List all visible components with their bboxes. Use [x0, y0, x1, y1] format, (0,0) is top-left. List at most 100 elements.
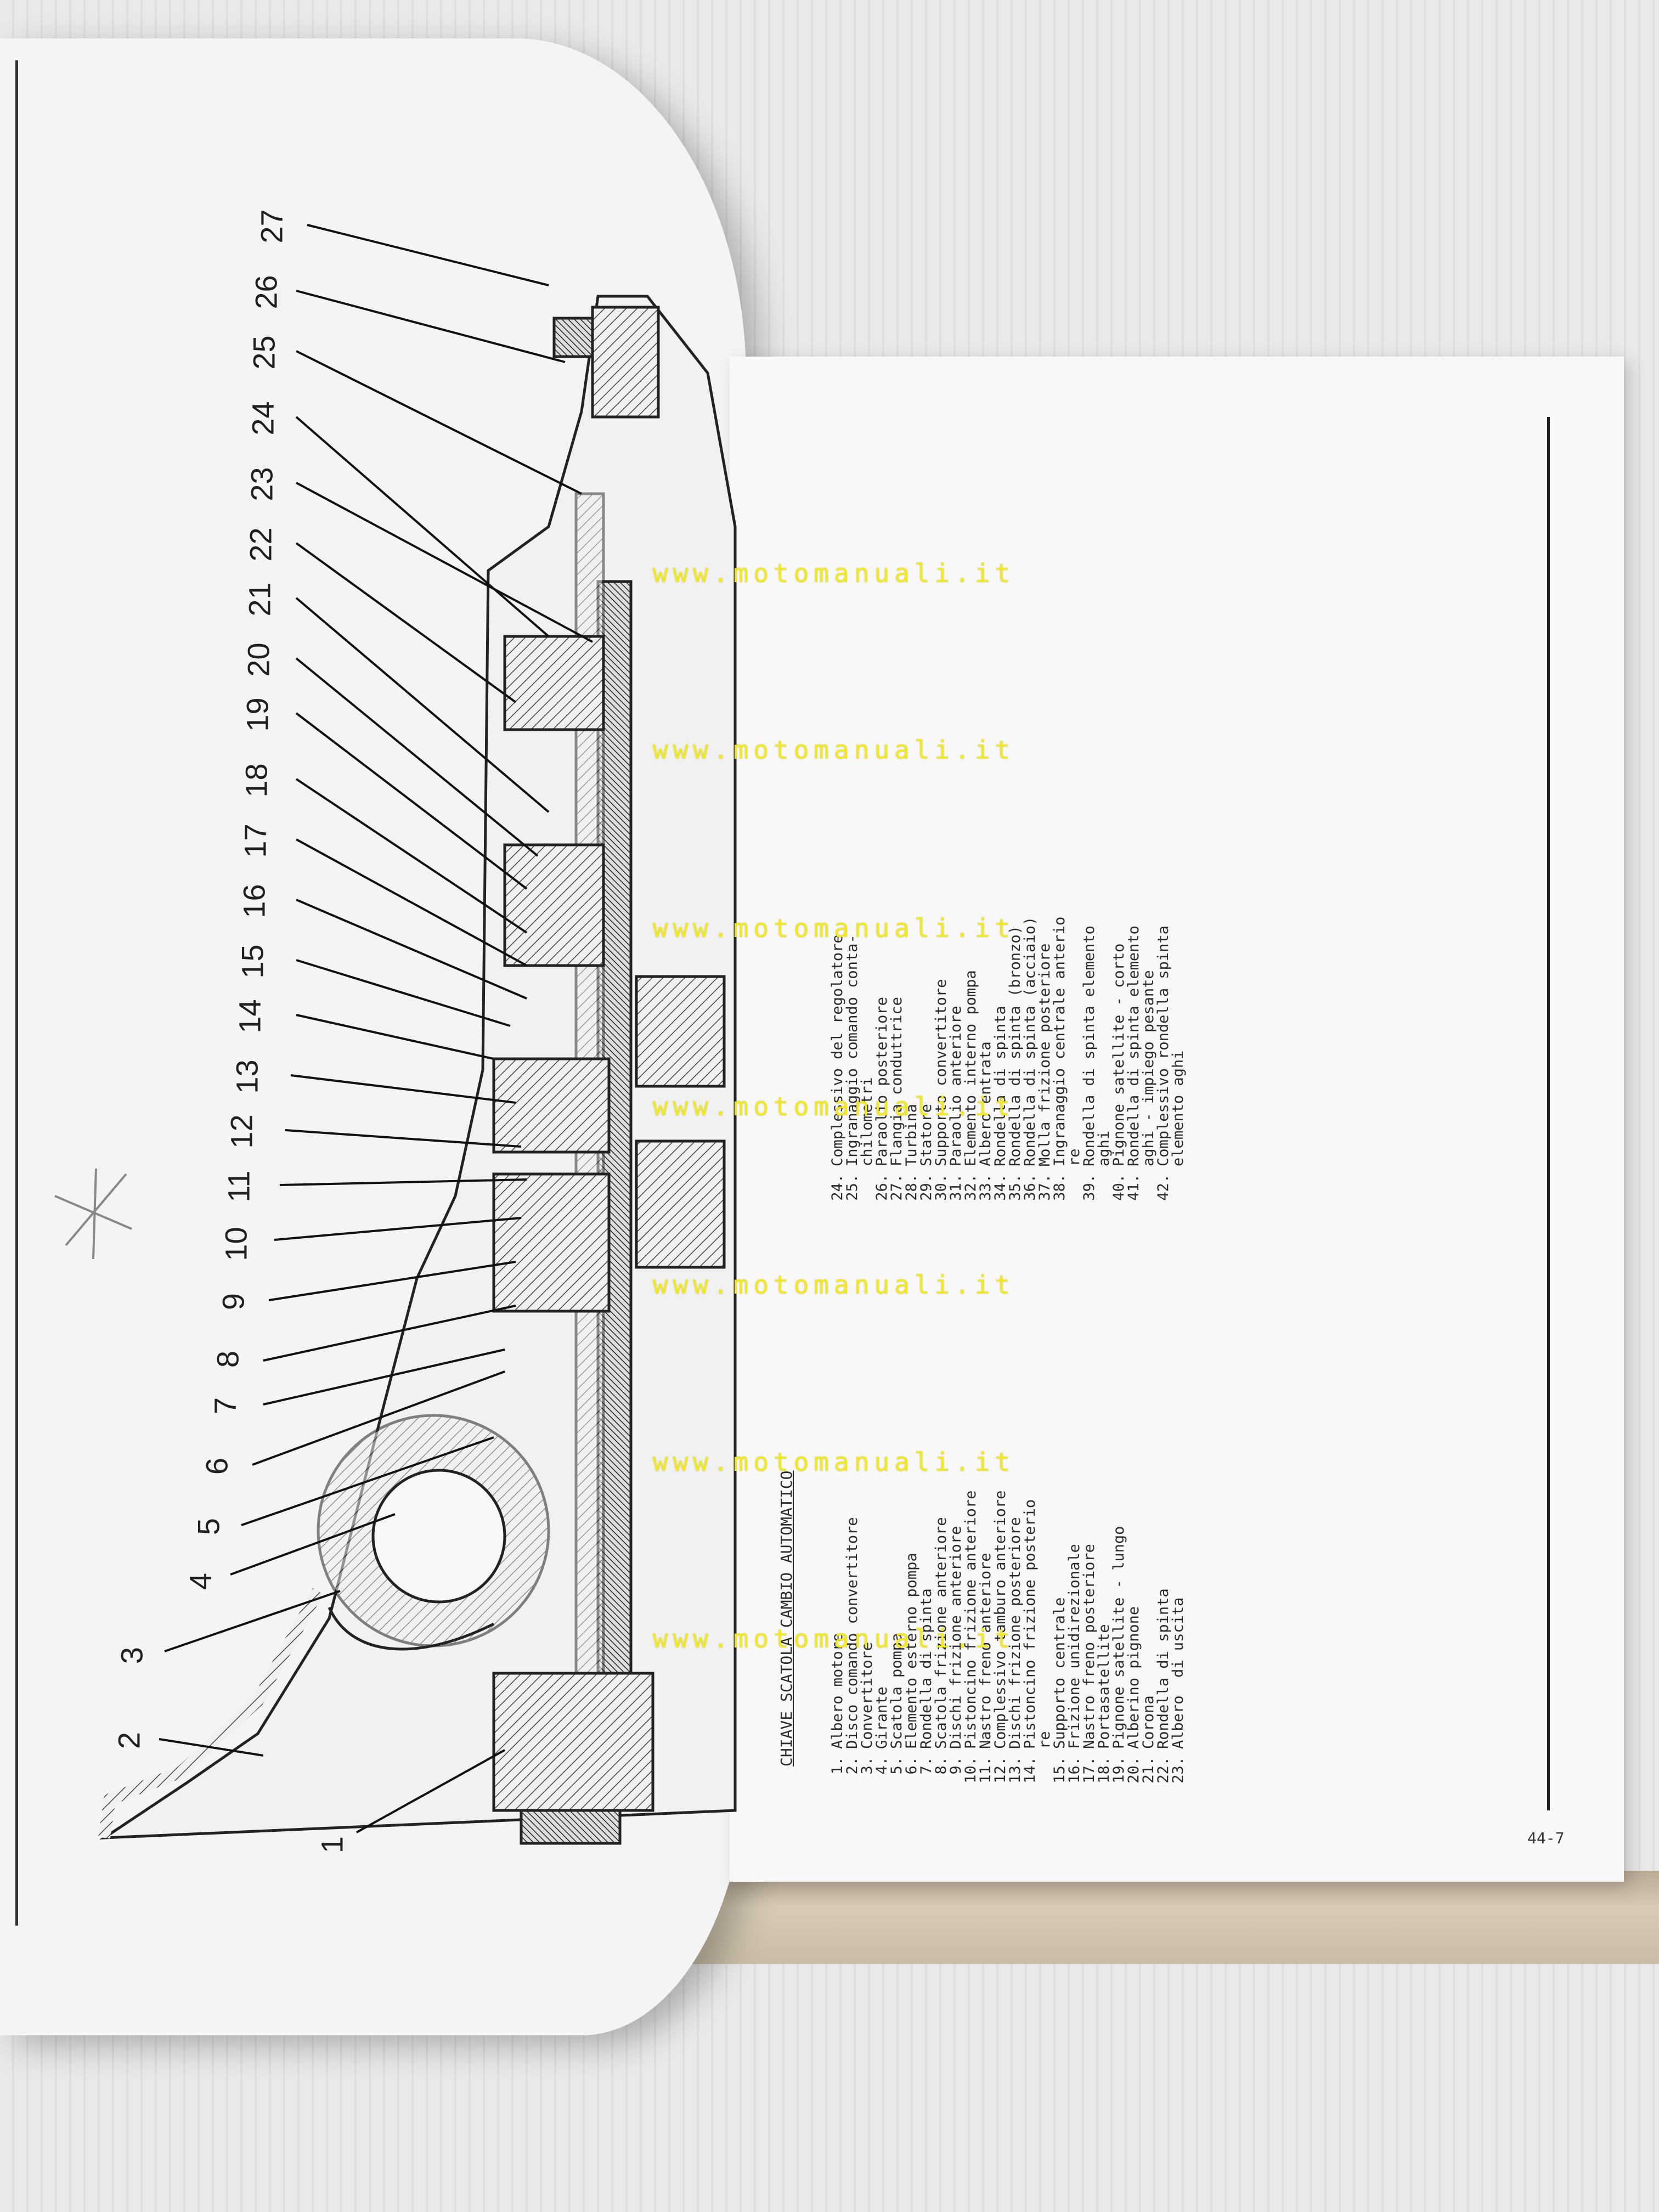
legend-entry: 22. Rondella di spinta [1155, 1206, 1172, 1788]
legend-entry-number: 37. [1036, 1173, 1053, 1201]
legend-entry-number: 31. [947, 1173, 964, 1201]
left-margin-rule [15, 60, 18, 1926]
legend-entry-number: 21. [1140, 1757, 1157, 1784]
legend-entry-text: Nastro freno posteriore [1081, 1544, 1098, 1749]
legend-entry-continuation: elemento aghi [1170, 746, 1187, 1206]
legend-entry-number: 27. [888, 1173, 905, 1201]
legend-entry-number: 3. [859, 1757, 876, 1775]
callout-number: 13 [229, 1059, 264, 1094]
legend-entry: 30.Supporto convertitore [933, 746, 950, 1206]
legend-entry-continuation: aghi - impiego pesante [1140, 746, 1157, 1206]
callout-number: 24 [245, 401, 280, 436]
legend-entry-text: Rondella di spinta elemento [1081, 926, 1098, 1166]
legend-entry: 34.Rondella di spinta [992, 746, 1009, 1206]
callout-number: 7 [207, 1397, 242, 1415]
legend-entry-number: 42. [1155, 1173, 1172, 1201]
legend-title: CHIAVE SCATOLA CAMBIO AUTOMATICO [777, 1470, 795, 1767]
legend-entry-number: 34. [992, 1173, 1009, 1201]
legend-entry-number: 2. [844, 1757, 861, 1775]
legend-entry-text: elemento aghi [1170, 1050, 1187, 1166]
legend-entry-indent [860, 1166, 874, 1206]
legend-entry-number: 4. [873, 1757, 890, 1775]
callout-number: 17 [238, 823, 273, 858]
callout-number: 2 [111, 1731, 146, 1750]
legend-entry-continuation: chilometri [859, 746, 876, 1206]
legend-entry-number: 19. [1110, 1757, 1127, 1784]
legend-entry-continuation: re [1066, 746, 1083, 1206]
legend-entry-text: Corona [1140, 1695, 1157, 1749]
callout-number: 27 [254, 209, 289, 244]
callout-number: 6 [199, 1457, 234, 1475]
legend-entry-text: re [1066, 1148, 1083, 1166]
legend-entry: 18.Portasatellite [1096, 1206, 1113, 1788]
legend-entry: 28.Turbina [903, 746, 920, 1206]
legend-entry-number: 12. [992, 1757, 1009, 1784]
legend-entry: 36.Rondella di spinta (acciaio) [1022, 746, 1039, 1206]
legend-entry: 42. Complessivo rondella spinta [1155, 746, 1172, 1206]
legend-entry-number: 40. [1110, 1173, 1127, 1201]
callout-number: 26 [249, 275, 284, 309]
legend-entry-number: 5. [888, 1757, 905, 1775]
legend-entry-text: Pignone satellite - corto [1110, 943, 1127, 1166]
legend-entry-number: 36. [1022, 1173, 1039, 1201]
legend-entry: 17. Nastro freno posteriore [1081, 1206, 1098, 1788]
watermark: www.motomanuali.it [652, 1624, 1015, 1654]
legend-entry-text: Frizione unidirezionale [1066, 1544, 1083, 1749]
legend-entry: 25.Ingranaggio comando conta- [844, 746, 861, 1206]
legend-entry: 16.Frizione unidirezionale [1066, 1206, 1083, 1788]
callout-number: 23 [244, 467, 279, 501]
legend-entry: 23.Albero di uscita [1170, 1206, 1187, 1788]
pen-asterisk-mark [54, 1168, 132, 1260]
legend-entry-text: Complessivo rondella spinta [1155, 926, 1172, 1166]
callout-number: 11 [221, 1170, 256, 1203]
legend-entry-number: 26. [873, 1173, 890, 1201]
callout-number: 21 [242, 582, 277, 617]
callout-number: 15 [235, 944, 270, 979]
watermark: www.motomanuali.it [652, 1447, 1015, 1477]
legend-entry-text: Alberino pignone [1125, 1606, 1142, 1749]
legend-entry: 37.Molla frizione posteriore [1036, 746, 1053, 1206]
legend-entry-number: 17. [1081, 1757, 1098, 1784]
legend-entry-number: 14. [1022, 1757, 1039, 1784]
legend-entry-number: 11. [977, 1757, 994, 1784]
callout-number: 12 [224, 1114, 259, 1149]
legend-entry-number: 30. [933, 1173, 950, 1201]
watermark: www.motomanuali.it [652, 735, 1015, 765]
callout-number: 18 [239, 763, 274, 798]
legend-entry-text: Rondella di spinta [1155, 1588, 1172, 1749]
callout-number: 25 [246, 335, 281, 370]
legend-entry-number: 25. [844, 1173, 861, 1201]
legend-entry-indent [1171, 1166, 1186, 1206]
callout-number: 22 [243, 527, 278, 562]
callout-number: 3 [114, 1646, 149, 1664]
legend-entry-text: Pignone satellite - lungo [1110, 1526, 1127, 1749]
legend-entry: 19. Pignone satellite - lungo [1110, 1206, 1127, 1788]
callout-number: 8 [210, 1350, 245, 1368]
legend-entry-indent [1097, 1166, 1111, 1206]
legend-entry: 40. Pignone satellite - corto [1110, 746, 1127, 1206]
callout-number: 20 [241, 642, 276, 677]
legend-entry-indent [1037, 1749, 1052, 1788]
callout-number: 19 [240, 697, 275, 732]
legend-entry: 21. Corona [1140, 1206, 1157, 1788]
callout-number: 16 [236, 884, 272, 918]
legend-entry: 35.Rondella di spinta (bronzo) [1007, 746, 1024, 1206]
legend-entry: 38.Ingranaggio centrale anterio [1051, 746, 1068, 1206]
legend-entry-number: 38. [1051, 1173, 1068, 1201]
legend-entry-number: 32. [962, 1173, 979, 1201]
legend-entry-number: 7. [918, 1757, 935, 1775]
legend-entry: 20.Alberino pignone [1125, 1206, 1142, 1788]
legend-entry-number: 23. [1170, 1757, 1187, 1784]
legend-entry-number: 9. [947, 1757, 964, 1775]
legend-entry-number: 22. [1155, 1757, 1172, 1784]
right-page [730, 357, 1624, 1882]
callout-number: 10 [218, 1227, 253, 1261]
watermark: www.motomanuali.it [652, 913, 1015, 943]
legend-entry-number: 35. [1007, 1173, 1024, 1201]
legend-entry-text: Portasatellite [1096, 1624, 1113, 1749]
wood-edge [691, 1871, 1659, 1964]
legend-entry: 26.Paraolio posteriore [873, 746, 890, 1206]
legend-entry-text: aghi - impiego pesante [1140, 970, 1157, 1166]
